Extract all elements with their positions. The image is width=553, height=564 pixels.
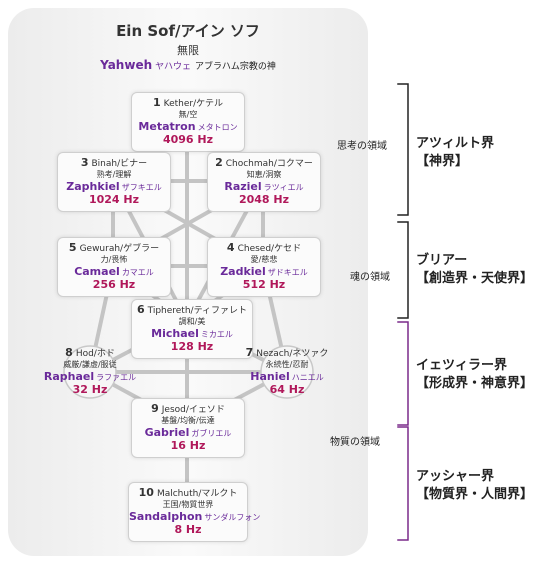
frequency: 2048 Hz: [238, 193, 290, 206]
ein-sof-title: Ein Sof/アイン ソフ: [116, 22, 260, 40]
sephirah-number: 10: [138, 486, 154, 499]
sephirah-name: Nezach/ネツァク: [256, 349, 329, 359]
angel-name: Sandalphon: [129, 510, 203, 523]
world-sub: 【物質界・人間界】: [416, 487, 534, 502]
frequency: 64 Hz: [269, 383, 305, 396]
bracket-briah: [397, 221, 409, 319]
world-sub: 【創造界・天使界】: [416, 271, 534, 286]
sephirah-meaning: 王国/物質世界: [162, 500, 214, 509]
angel-kana: ガブリエル: [191, 429, 232, 438]
sephirah-number: 4: [226, 241, 235, 254]
angel-kana: サンダルフォン: [204, 513, 261, 522]
angel-kana: カマエル: [121, 268, 154, 277]
frequency: 1024 Hz: [88, 193, 140, 206]
sephirah-name: Jesod/イェソド: [161, 405, 225, 415]
sephirah-name: Tiphereth/ティファレト: [147, 306, 248, 316]
angel-name: Gabriel: [144, 426, 190, 439]
frequency: 256 Hz: [92, 278, 136, 291]
sephirah-meaning: 威厳/謙虚/服従: [63, 360, 117, 369]
sephirah-meaning: 愛/慈悲: [250, 255, 278, 264]
realm-thought-label: 思考の領域: [337, 141, 387, 152]
angel-name: Zadkiel: [220, 265, 266, 278]
sephirah-number: 2: [215, 156, 223, 169]
angel-kana: ラファエル: [96, 373, 137, 382]
bracket-assiah: [397, 426, 409, 541]
sephirah-meaning: 調和/美: [178, 317, 206, 326]
angel-name: Haniel: [250, 370, 290, 383]
bracket-yetzirah: [397, 321, 409, 426]
angel-kana: メタトロン: [197, 123, 238, 132]
frequency: 32 Hz: [72, 383, 108, 396]
circle-hod: [63, 345, 117, 399]
sephirah-number: 8: [65, 346, 73, 359]
angel-name: Zaphkiel: [66, 180, 120, 193]
angel-kana: ラツィエル: [263, 183, 304, 192]
world-brackets: [397, 83, 409, 541]
sephirah-name: Hod/ホド: [75, 349, 115, 359]
sephirah-name: Gewurah/ゲブラー: [79, 244, 160, 254]
realm-soul-label: 魂の領域: [350, 272, 390, 283]
sephirah-name: Chochmah/コクマー: [225, 159, 313, 169]
frequency: 16 Hz: [170, 439, 206, 452]
god-name: Yahweh: [100, 58, 153, 72]
sephirah-meaning: 基盤/均衡/伝達: [161, 416, 215, 425]
world-name: アツィルト界: [416, 136, 495, 151]
sephirah-number: 7: [245, 346, 254, 359]
angel-name: Michael: [151, 327, 199, 340]
node-circles: [63, 345, 314, 399]
angel-kana: ザフキエル: [121, 183, 162, 192]
world-atziluth: アツィルト界 【神界】: [416, 135, 494, 171]
world-sub: 【神界】: [416, 154, 469, 169]
angel-name: Metatron: [138, 120, 196, 133]
frequency: 512 Hz: [242, 278, 286, 291]
sephirah-meaning: 力/畏怖: [100, 255, 128, 264]
angel-name: Raphael: [43, 370, 95, 383]
frequency: 128 Hz: [170, 340, 214, 353]
sephirah-meaning: 熟考/理解: [96, 170, 132, 179]
god-description: アブラハム宗教の神: [194, 62, 276, 72]
god-kana: ヤハウェ: [155, 62, 191, 72]
realm-matter-label: 物質の領域: [330, 437, 380, 448]
sephirah-name: Chesed/ケセド: [237, 244, 302, 254]
sephirah-meaning: 知恵/洞察: [246, 170, 282, 179]
frequency: 4096 Hz: [162, 133, 214, 146]
angel-kana: ハニエル: [291, 373, 324, 382]
sephirah-number: 6: [136, 303, 145, 316]
world-name: アッシャー界: [416, 469, 495, 484]
sephirah-number: 1: [153, 96, 161, 109]
ein-sof-subtitle: 無限: [177, 44, 199, 57]
sephirah-number: 5: [68, 241, 77, 254]
sephirah-name: Kether/ケテル: [163, 99, 223, 109]
angel-name: Camael: [74, 265, 120, 278]
sephirah-meaning: 無/空: [178, 110, 198, 119]
world-assiah: アッシャー界 【物質界・人間界】: [416, 468, 533, 504]
frequency: 8 Hz: [174, 523, 202, 536]
angel-kana: ザドキエル: [267, 268, 308, 277]
sephirah-meaning: 永続性/忍耐: [265, 360, 309, 369]
world-sub: 【形成界・神意界】: [416, 376, 534, 391]
world-name: ブリアー: [416, 253, 468, 268]
angel-name: Raziel: [224, 180, 262, 193]
world-name: イェツィラー界: [416, 358, 508, 373]
world-briah: ブリアー 【創造界・天使界】: [416, 252, 533, 288]
sephirah-number: 9: [151, 402, 159, 415]
circle-nezach: [260, 345, 314, 399]
bracket-atziluth: [397, 83, 409, 216]
sephirah-number: 3: [80, 156, 89, 169]
world-yetzirah: イェツィラー界 【形成界・神意界】: [416, 357, 533, 393]
angel-kana: ミカエル: [200, 330, 233, 339]
sephirah-name: Malchuth/マルクト: [156, 489, 238, 499]
sephirah-name: Binah/ビナー: [91, 159, 148, 169]
